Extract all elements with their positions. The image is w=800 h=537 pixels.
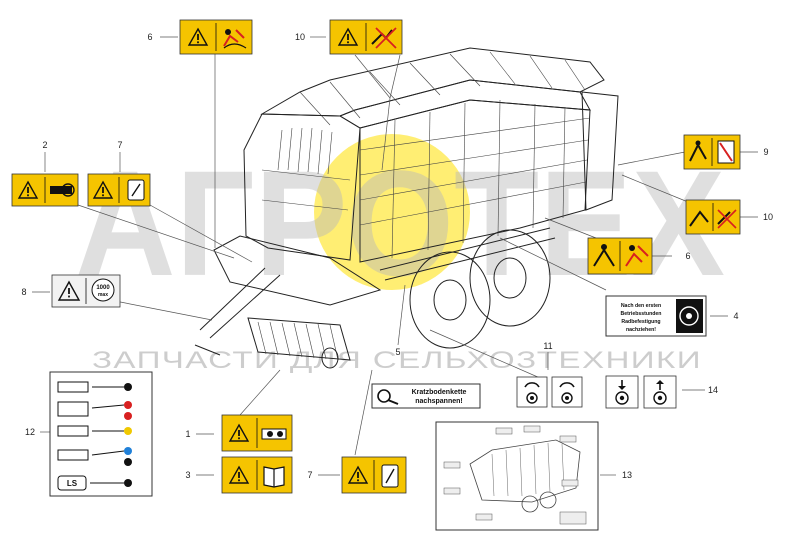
decal-3 [221,456,293,494]
torque-label-line-1: Nach den ersten [621,303,661,309]
decal-12: LS [49,371,153,497]
decal-10-right [685,199,741,235]
crush-hazard-icon [223,29,247,49]
wheel-nut-icon [679,306,699,326]
callout-14: 14 [708,385,718,395]
decal-6-top [179,19,253,55]
torque-label-line-2: Betriebsstunden [621,311,662,317]
callout-7-left: 7 [117,140,122,150]
decal-4: Nach den ersten Betriebsstunden Radbefes… [605,295,707,337]
front-wheel [409,251,491,349]
decal-1 [221,414,293,452]
leader-lines [32,36,758,476]
callout-6-top: 6 [147,32,152,42]
wrench-icon [377,389,399,405]
torque-label-line-4: nachziehen! [626,327,656,333]
hand-hazard-icon [371,27,397,49]
callout-10-right: 10 [763,212,773,222]
decal-7-bottom [341,456,407,494]
decal-2 [11,173,79,207]
callout-4: 4 [733,311,738,321]
decal-6-right [587,237,653,275]
no-climb-icon [381,464,399,488]
book-icon [263,466,285,488]
ls-label: LS [67,479,78,488]
callout-2: 2 [42,140,47,150]
watermark: АГРОТЕХ ЗАПЧАСТИ ДЛЯ СЕЛЬХОЗТЕХНИКИ [75,134,725,374]
watermark-brand: АГРОТЕХ [75,139,725,307]
callout-12: 12 [25,427,35,437]
decal-5: Kratzbodenkette nachspannen! [371,383,481,409]
decal-14 [605,375,677,409]
crush-hazard-icon [593,244,615,267]
rotation-arrow-icon [559,382,575,388]
callout-13: 13 [622,470,632,480]
watermark-subtitle: ЗАПЧАСТИ ДЛЯ СЕЛЬХОЗТЕХНИКИ [92,347,702,374]
no-climb-icon [717,140,735,164]
callout-6-right: 6 [685,251,690,261]
decal-8: 1000 max [51,274,121,308]
rpm-unit: max [98,292,108,298]
hydraulic-coupler-icon [57,425,132,437]
callout-1: 1 [185,429,190,439]
hydraulic-coupler-icon [57,401,132,420]
decal-7-left [87,173,151,207]
chain-label-line-1: Kratzbodenkette [412,389,467,396]
rpm-label: 1000 [96,285,110,291]
callout-8: 8 [21,287,26,297]
hydraulic-coupler-icon [57,447,132,466]
decal-9 [683,134,741,170]
no-climb-icon [127,179,145,201]
callout-7-bottom: 7 [307,470,312,480]
torque-label-line-3: Radbefestigung [621,319,660,325]
decal-13 [435,421,599,531]
loader-wagon-drawing [194,47,619,369]
hand-hazard-icon [717,209,737,229]
callout-10-top: 10 [295,32,305,42]
ls-label-box [57,475,87,491]
chain-label-line-2: nachspannen! [415,398,462,405]
hydraulic-coupler-icon [57,381,132,393]
pto-shaft-icon [261,428,287,440]
crush-hazard-icon [625,245,649,267]
callout-9: 9 [763,147,768,157]
decal-10-top [329,19,403,55]
rotation-arrow-icon [524,382,540,388]
callout-numbers: 6 10 2 7 8 9 10 6 4 5 11 14 12 1 3 7 13 [21,32,773,480]
crush-hazard-icon [689,140,707,162]
pto-shaft-icon [50,183,75,197]
hand-hazard-icon [689,210,709,227]
callout-5: 5 [395,347,400,357]
warning-triangle-icon [57,280,81,301]
watermark-yellow-disc [314,134,470,290]
callout-11: 11 [543,341,552,351]
callout-3: 3 [185,470,190,480]
decal-11 [516,376,583,408]
rear-wheel [469,229,551,327]
